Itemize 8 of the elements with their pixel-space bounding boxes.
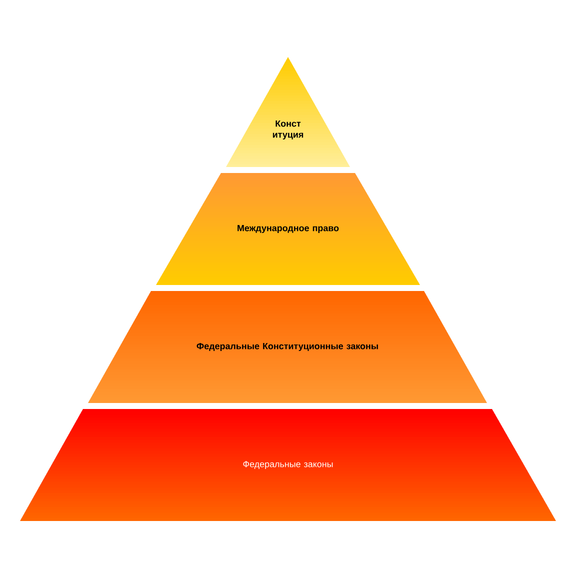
- node-label: Федеральные Конституционные законы: [196, 342, 378, 352]
- pyramid-level: Международное право: [156, 173, 420, 285]
- pyramid-apex: Конст итуция: [226, 57, 350, 167]
- node-label: Международное право: [238, 224, 339, 234]
- pyramid-level: Федеральные Конституционные законы: [88, 291, 487, 403]
- node-label: Конст итуция: [272, 120, 304, 140]
- pyramid-level: Федеральные законы: [20, 409, 556, 521]
- node-label: Федеральные законы: [243, 460, 333, 470]
